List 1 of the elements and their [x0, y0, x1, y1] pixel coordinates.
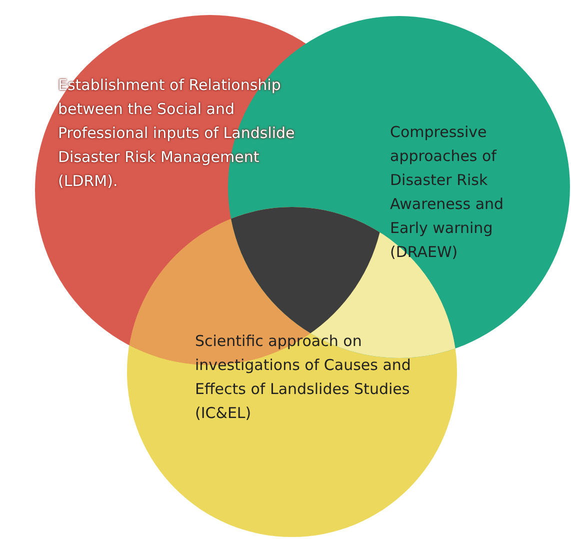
circle-text: Scientific approach on investigations of Causes and Effects of Landslides Studies (IC&EL) — [195, 331, 412, 424]
